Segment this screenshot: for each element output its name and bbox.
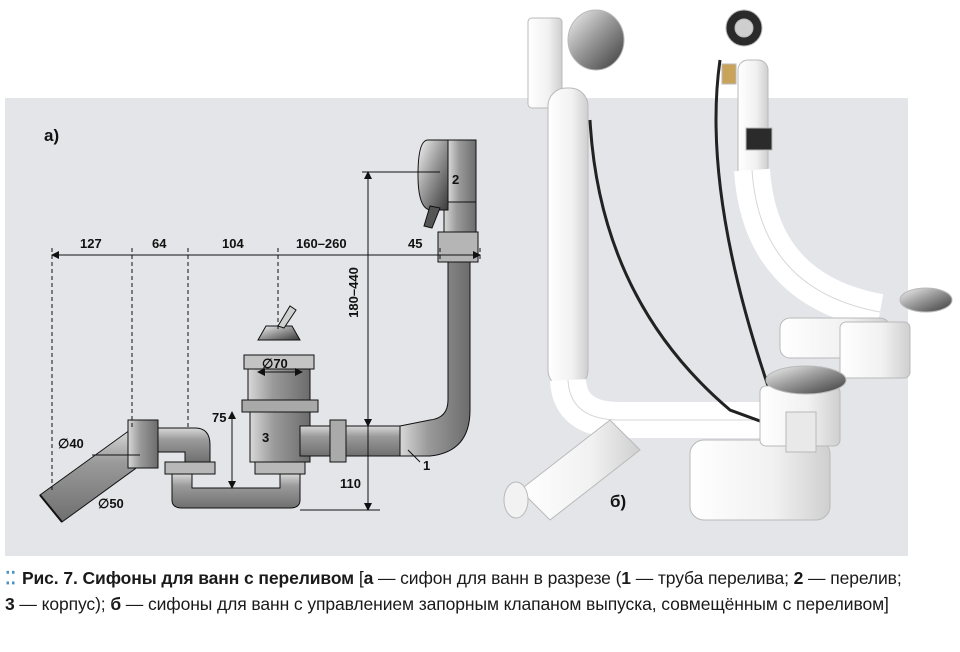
caption-open-bracket: [: [358, 568, 364, 588]
caption-figure-title: Сифоны для ванн с переливом: [82, 568, 355, 588]
part-number-1: 1: [423, 458, 431, 473]
dimension-127: 127: [80, 236, 102, 251]
diameter-50: ∅50: [98, 496, 124, 511]
panel-label-b: б): [610, 492, 627, 511]
diagonal-outlet: [39, 419, 159, 523]
caption-text-b: — сифоны для ванн с управлением запорным…: [121, 594, 889, 614]
part-number-2: 2: [452, 172, 460, 187]
caption-text-3: — корпус);: [14, 594, 111, 614]
inlet-bend: [157, 427, 211, 463]
caption-text-1: — труба перелива;: [630, 568, 794, 588]
overflow-connection: [299, 139, 479, 463]
caption-key-1: 1: [621, 568, 631, 588]
dimension-110: 110: [340, 476, 361, 491]
bath-siphon-photo: [503, 9, 953, 521]
siphon-cross-section-drawing: [39, 139, 479, 523]
dimension-45: 45: [408, 236, 423, 251]
dimension-75: 75: [212, 410, 227, 425]
caption-key-3: 3: [5, 594, 15, 614]
caption-bullet-icon: ⁚⁚: [5, 568, 16, 588]
part-number-3: 3: [262, 430, 270, 445]
caption-text-2: — перелив;: [803, 568, 902, 588]
dimension-64: 64: [152, 236, 167, 251]
u-trap: [164, 461, 306, 509]
dimension-lines: [51, 171, 481, 511]
panel-label-a: а): [44, 126, 60, 145]
diameter-40: ∅40: [58, 436, 84, 451]
figure-artwork: [39, 9, 953, 523]
caption-text-a: — сифон для ванн в разрезе (: [373, 568, 622, 588]
dimension-104: 104: [222, 236, 244, 251]
diameter-70: ∅70: [262, 356, 288, 371]
caption-key-2: 2: [793, 568, 804, 588]
dimension-180-440: 180–440: [345, 267, 361, 318]
caption-key-a: а: [363, 568, 374, 588]
caption-key-b: б: [110, 594, 122, 614]
figure-caption: ⁚⁚Рис. 7. Сифоны для ванн с переливом [а…: [5, 565, 915, 617]
dimension-160-260: 160–260: [296, 236, 347, 251]
caption-figure-number: Рис. 7.: [21, 568, 78, 588]
